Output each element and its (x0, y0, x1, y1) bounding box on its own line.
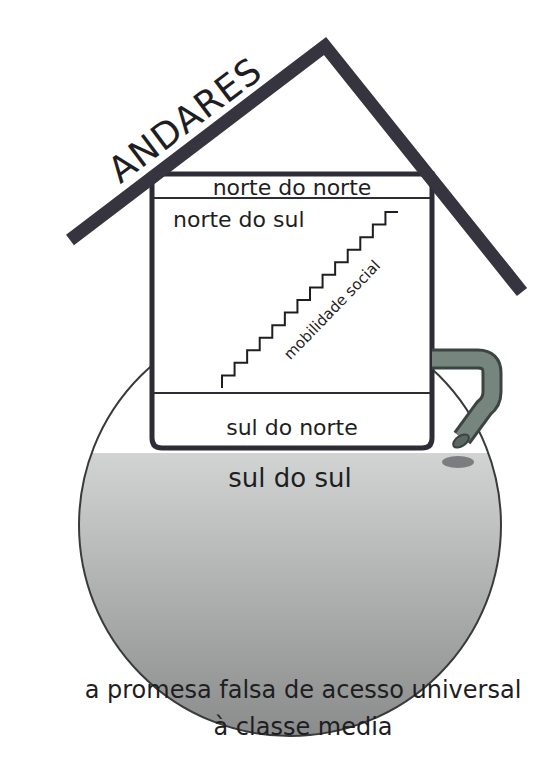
tank-outline (79, 314, 501, 736)
floor-label: norte do norte (213, 175, 372, 200)
caption: a promesa falsa de acesso universal à cl… (78, 672, 528, 746)
floor-label: sul do norte (226, 415, 358, 440)
floor-band: sul do norte (155, 394, 429, 446)
tank-fill (79, 314, 501, 736)
floor-band: norte do norte (155, 176, 429, 198)
staircase (222, 212, 398, 388)
roof-title: ANDARES (100, 49, 269, 191)
roof (70, 46, 522, 292)
floor-line (152, 392, 432, 394)
floor-label: norte do sul (173, 207, 429, 232)
floor-label: sul do sul (78, 463, 502, 493)
drip-puddle (442, 456, 474, 468)
house-body (152, 174, 432, 448)
